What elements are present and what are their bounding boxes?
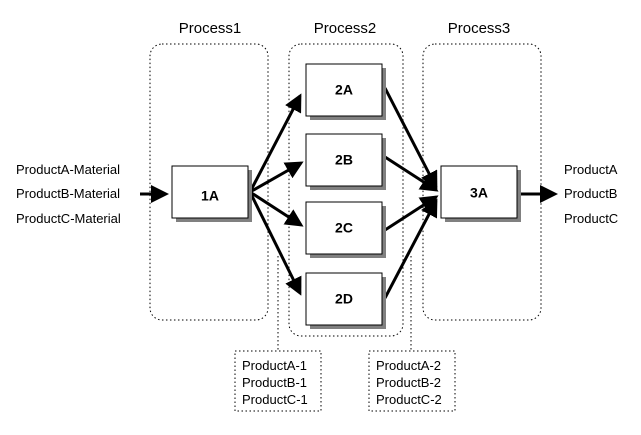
edge-1a-to-2b [249,161,304,194]
note1-box [234,350,322,412]
note1-line: ProductC-1 [242,392,308,407]
svg-text:2B: 2B [335,152,353,168]
note2-box [368,350,456,412]
output-label: ProductB [564,186,617,201]
edge-2d-to-3a [383,198,438,299]
svg-text:2D: 2D [335,291,353,307]
input-label: ProductC-Material [16,211,121,226]
edge-1a-to-2a [248,93,302,193]
process2-container [288,43,404,337]
node-2b: 2B [305,133,386,190]
svg-text:3A: 3A [470,185,488,201]
input-label: ProductB-Material [16,186,120,201]
svg-text:1A: 1A [201,188,219,204]
edge-1a-to-2d [248,191,302,296]
node-2c: 2C [305,201,386,258]
node-2a: 2A [305,63,386,120]
process1-title: Process1 [179,20,242,37]
node-1a: 1A [171,165,252,222]
output-label: ProductC [564,211,618,226]
input-label: ProductA-Material [16,162,120,177]
node-3a: 3A [440,165,521,222]
node-2d: 2D [305,272,386,329]
process3-title: Process3 [448,20,511,37]
note2-line: ProductA-2 [376,358,441,373]
edge-2b-to-3a [384,155,439,192]
note2-line: ProductC-2 [376,392,442,407]
note2-line: ProductB-2 [376,375,441,390]
edge-1a-to-2c [249,190,304,227]
output-label: ProductA [564,162,618,177]
edge-2a-to-3a [383,87,438,190]
svg-text:2C: 2C [335,220,353,236]
process2-title: Process2 [314,20,377,37]
note1-line: ProductA-1 [242,358,307,373]
note1-line: ProductB-1 [242,375,307,390]
svg-text:2A: 2A [335,82,353,98]
